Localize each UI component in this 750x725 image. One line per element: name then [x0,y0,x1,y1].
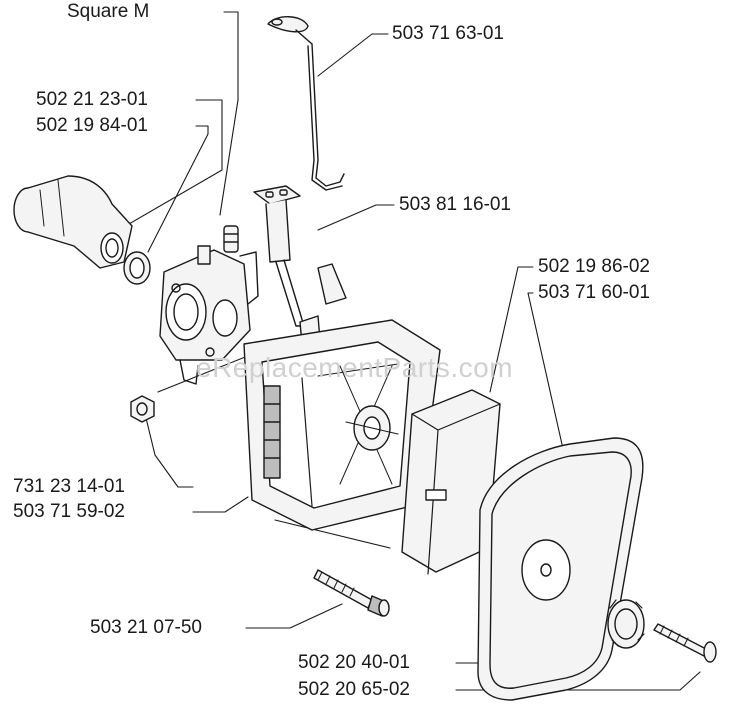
choke-rod-part [267,16,345,191]
watermark-text: eReplacementParts.com [196,352,514,383]
knob-part [607,599,645,649]
label-502-19-86-02: 502 19 86-02 [538,256,650,277]
long-screw-part [313,569,390,617]
filter-cover-part [477,437,644,701]
label-503-71-63-01: 503 71 63-01 [392,23,504,44]
label-503-81-16-01: 503 81 16-01 [399,194,511,215]
label-503-71-59-02: 503 71 59-02 [13,501,125,522]
label-731-23-14-01: 731 23 14-01 [13,476,125,497]
label-502-21-23-01: 502 21 23-01 [36,89,148,110]
intake-elbow-part [13,175,133,269]
small-screw-part [653,623,717,663]
label-502-20-40-01: 502 20 40-01 [298,652,410,673]
label-square-m: Square M [67,1,150,22]
label-503-71-60-01: 503 71 60-01 [538,282,650,303]
label-503-21-07-50: 503 21 07-50 [90,617,202,638]
carburetor-part [159,225,259,385]
air-filter-housing-part [243,263,441,531]
label-502-19-84-01: 502 19 84-01 [36,115,148,136]
nut-part [130,395,155,423]
tube-assembly-part [253,185,305,327]
gasket-ring-part [123,251,151,285]
label-502-20-65-02: 502 20 65-02 [298,679,410,700]
